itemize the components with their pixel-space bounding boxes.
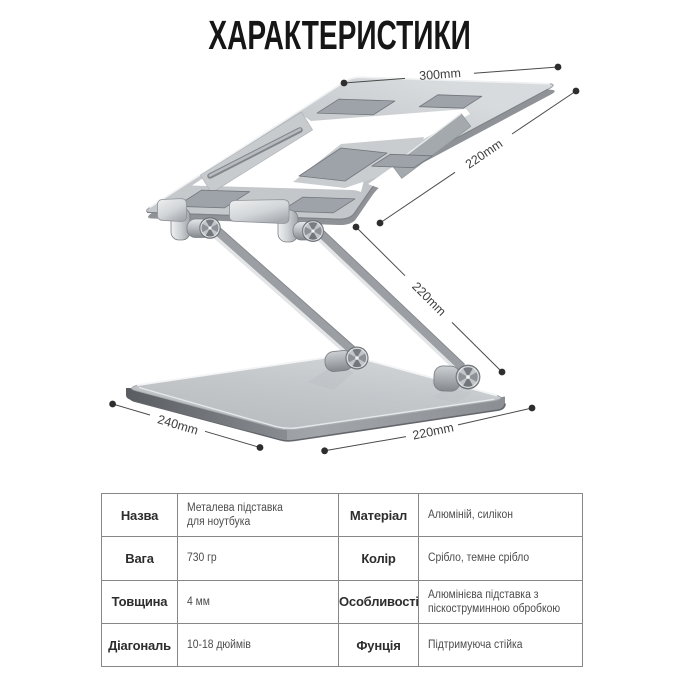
svg-text:220mm: 220mm: [411, 420, 455, 442]
svg-text:220mm: 220mm: [409, 279, 448, 318]
svg-text:220mm: 220mm: [463, 137, 505, 172]
svg-text:300mm: 300mm: [419, 66, 462, 83]
